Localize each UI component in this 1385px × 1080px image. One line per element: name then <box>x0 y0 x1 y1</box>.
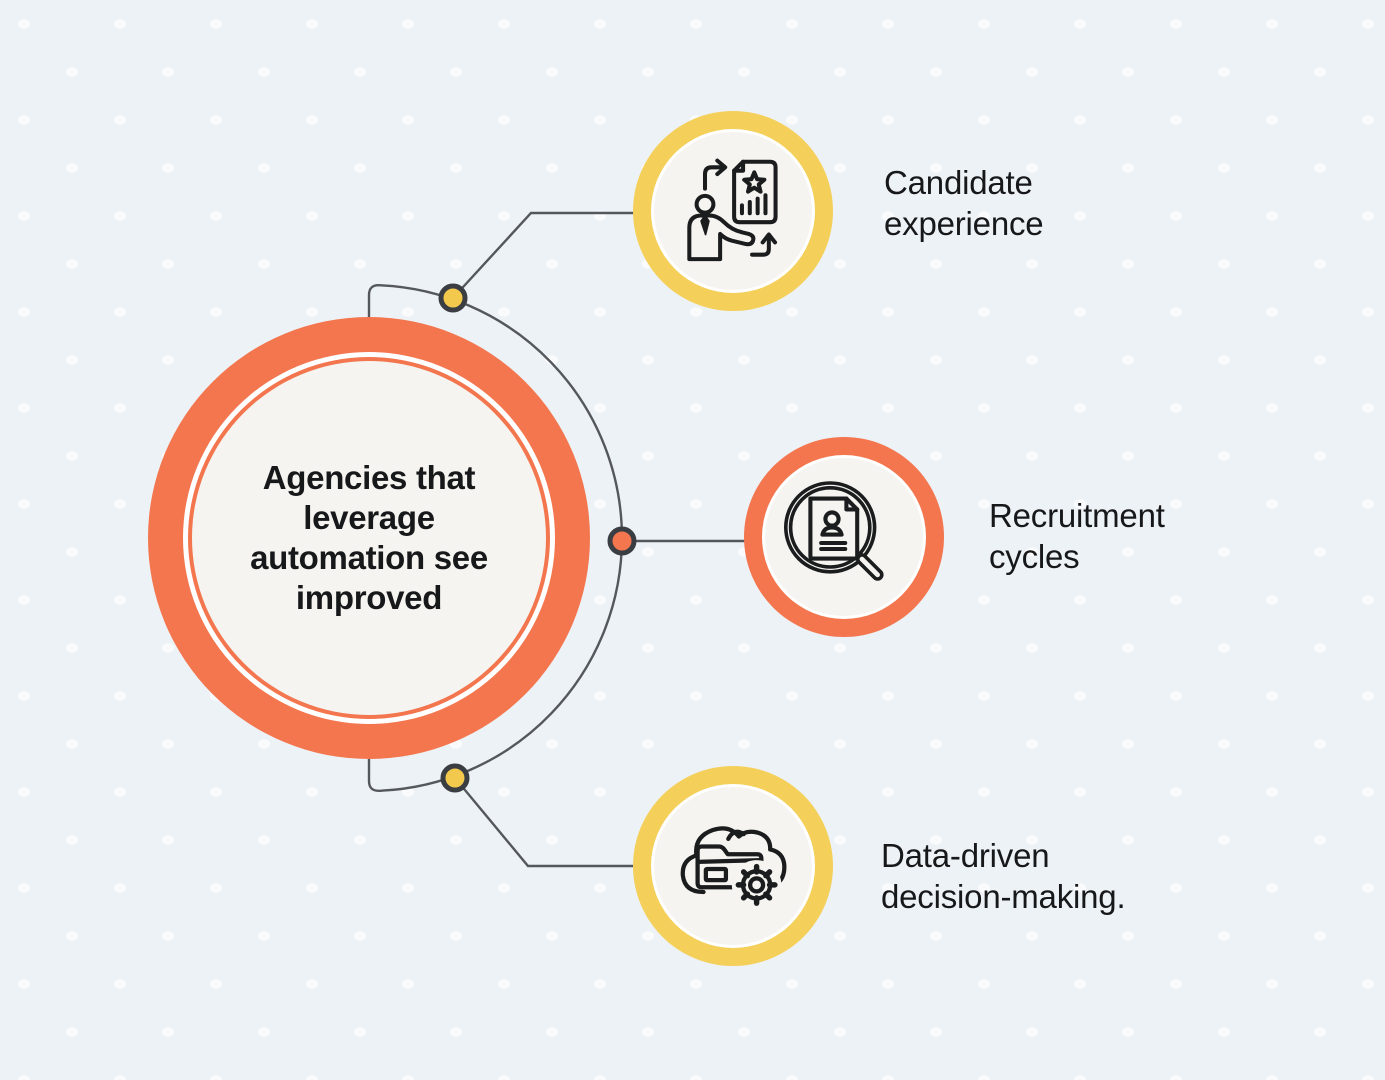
branch-node-data-driven <box>633 766 833 966</box>
connector-top <box>452 211 637 299</box>
resume-search-icon <box>784 481 884 581</box>
connector-dot-middle <box>607 526 637 556</box>
branch-label-line: Recruitment <box>989 497 1165 534</box>
branch-label-line: experience <box>884 205 1044 242</box>
branch-node-inner <box>654 132 812 290</box>
branch-label-candidate-experience: Candidate experience <box>884 162 1044 244</box>
branch-node-inner <box>654 787 812 945</box>
center-node-title: Agencies that leverage automation see im… <box>199 458 539 618</box>
center-node-title-line: improved <box>295 579 443 616</box>
center-node-inner: Agencies that leverage automation see im… <box>192 361 546 715</box>
connector-dot-top <box>438 283 468 313</box>
connector-dot-bottom <box>440 763 470 793</box>
branch-label-data-driven: Data-driven decision-making. <box>881 835 1126 917</box>
branch-label-line: decision-making. <box>881 878 1126 915</box>
center-node: Agencies that leverage automation see im… <box>148 317 590 759</box>
branch-node-inner <box>765 458 923 616</box>
center-node-title-line: Agencies that <box>262 459 476 496</box>
branch-label-line: Data-driven <box>881 837 1050 874</box>
center-node-title-line: automation see <box>250 539 488 576</box>
branch-node-recruitment-cycles <box>744 437 944 637</box>
branch-label-line: cycles <box>989 538 1080 575</box>
branch-label-recruitment-cycles: Recruitment cycles <box>989 495 1165 577</box>
connector-bottom <box>454 777 637 868</box>
center-node-title-line: leverage <box>303 499 435 536</box>
branch-label-line: Candidate <box>884 164 1033 201</box>
cloud-data-gear-icon <box>680 826 787 910</box>
branch-node-candidate-experience <box>633 111 833 311</box>
person-evaluation-icon <box>687 158 778 262</box>
